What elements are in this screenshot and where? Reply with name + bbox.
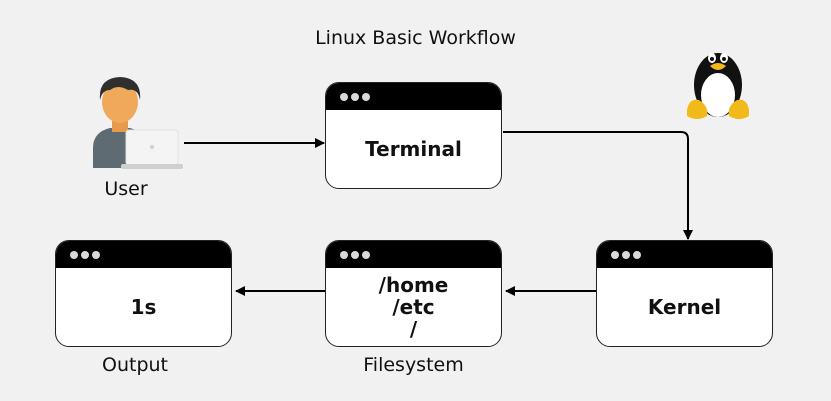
output-label: Output bbox=[102, 354, 168, 376]
filesystem-path-home: /home bbox=[378, 273, 449, 297]
window-dot-icon bbox=[362, 251, 370, 259]
window-dot-icon bbox=[340, 93, 348, 101]
filesystem-path-root: / bbox=[409, 317, 418, 341]
window-dot-icon bbox=[70, 251, 78, 259]
output-window: 1s bbox=[55, 240, 232, 347]
window-dot-icon bbox=[622, 251, 630, 259]
window-title-bar bbox=[56, 241, 231, 268]
window-dot-icon bbox=[340, 251, 348, 259]
window-title-bar bbox=[326, 241, 501, 268]
arrow-terminal-to-kernel bbox=[503, 131, 693, 240]
output-text: 1s bbox=[130, 295, 157, 319]
window-dot-icon bbox=[611, 251, 619, 259]
terminal-window: Terminal bbox=[325, 82, 502, 189]
window-dot-icon bbox=[351, 251, 359, 259]
window-title-bar bbox=[326, 83, 501, 110]
kernel-text: Kernel bbox=[647, 295, 722, 319]
tux-penguin-icon bbox=[687, 53, 749, 119]
window-dot-icon bbox=[92, 251, 100, 259]
window-dot-icon bbox=[81, 251, 89, 259]
window-dot-icon bbox=[633, 251, 641, 259]
kernel-window: Kernel bbox=[596, 240, 773, 347]
window-dot-icon bbox=[351, 93, 359, 101]
diagram-title: Linux Basic Workflow bbox=[315, 27, 516, 49]
window-title-bar bbox=[597, 241, 772, 268]
filesystem-window: /home /etc / bbox=[325, 240, 502, 347]
user-label: User bbox=[104, 178, 148, 200]
window-dot-icon bbox=[362, 93, 370, 101]
user-with-laptop-icon bbox=[93, 77, 183, 169]
filesystem-path-etc: /etc bbox=[392, 295, 435, 319]
filesystem-label: Filesystem bbox=[363, 354, 464, 376]
terminal-text: Terminal bbox=[365, 137, 462, 161]
